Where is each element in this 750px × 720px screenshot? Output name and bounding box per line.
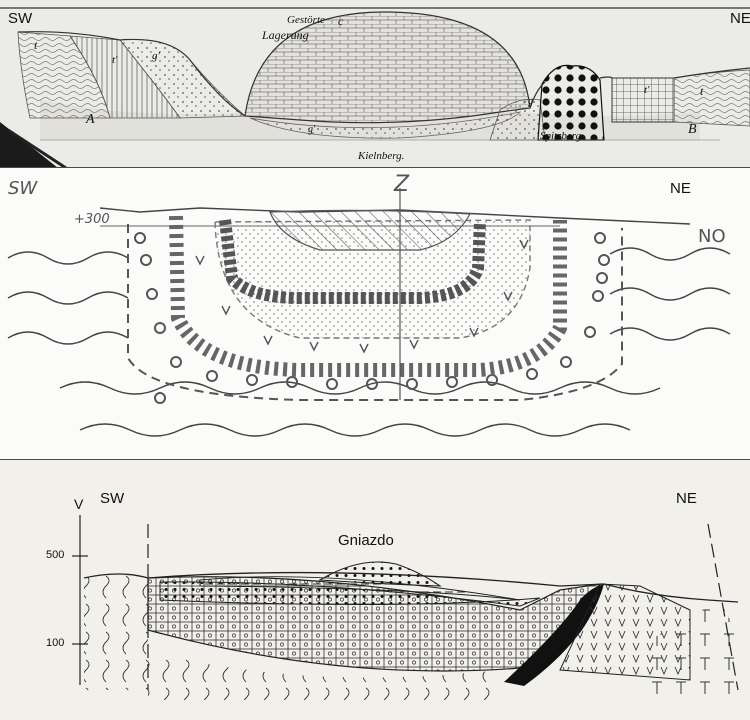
label-z: Z bbox=[394, 172, 409, 197]
axis-label-v: V bbox=[74, 496, 83, 512]
label-g: g bbox=[528, 96, 533, 107]
tick-100: 100 bbox=[46, 637, 64, 649]
label-ne: NE bbox=[676, 490, 697, 507]
label-level: +300 bbox=[74, 212, 110, 227]
label-a: A bbox=[86, 112, 95, 128]
label-t-right: t bbox=[700, 84, 703, 99]
label-t-prime-left: t' bbox=[112, 54, 117, 66]
label-sw: SW bbox=[100, 490, 124, 507]
label-t-left: t bbox=[34, 38, 37, 53]
label-sw: SW bbox=[8, 10, 32, 27]
label-g-prime-base: g' bbox=[308, 124, 315, 135]
historic-section-drawing bbox=[0, 0, 750, 168]
label-g-prime-left: g' bbox=[152, 50, 160, 62]
label-spitzberg: Spitzberg. bbox=[540, 130, 584, 142]
panel-modern-section: SW NE V Gniazdo 500 100 bbox=[0, 460, 750, 720]
label-c: c bbox=[338, 14, 343, 29]
title-line-1: Gestörte bbox=[287, 14, 325, 26]
label-b: B bbox=[688, 122, 697, 138]
label-t-prime-right: t' bbox=[644, 84, 649, 96]
panel-historic-section: SW NE Gestörte Lagerung c t t' g' A g' g… bbox=[0, 0, 750, 168]
grid-block bbox=[612, 78, 674, 122]
panel-syncline-sketch: SW NE Z +300 NO bbox=[0, 168, 750, 460]
label-kielnberg: Kielnberg. bbox=[358, 150, 404, 162]
spitzberg-hill bbox=[538, 65, 604, 140]
title-line-2: Lagerung bbox=[262, 28, 309, 43]
tick-500: 500 bbox=[46, 549, 64, 561]
label-ne: NE bbox=[730, 10, 750, 27]
label-gniazdo: Gniazdo bbox=[338, 532, 394, 549]
label-no: NO bbox=[698, 226, 726, 247]
label-sw: SW bbox=[8, 178, 37, 199]
syncline-sketch-drawing bbox=[0, 168, 750, 460]
label-ne: NE bbox=[670, 180, 691, 197]
